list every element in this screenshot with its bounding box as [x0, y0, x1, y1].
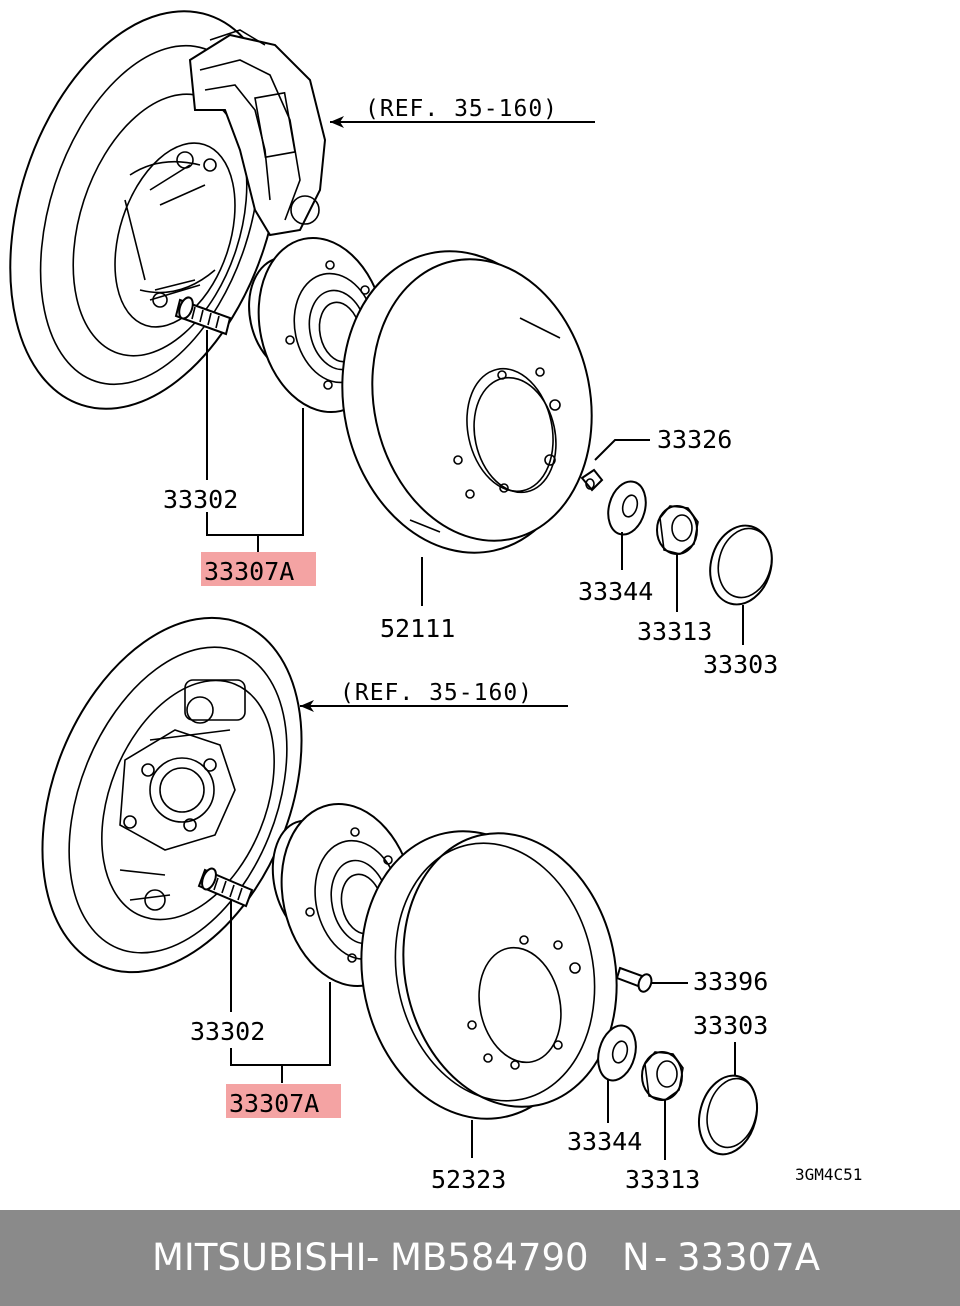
bottom-hub-nut	[641, 1051, 684, 1101]
top-bolt	[580, 468, 604, 492]
bottom-ref-label: (REF. 35-160)	[340, 680, 533, 706]
n-separator: -	[654, 1236, 668, 1279]
brand-separator: -	[366, 1236, 380, 1279]
bottom-brake-drum	[360, 830, 618, 1120]
top-hub-nut	[656, 505, 699, 555]
diagram-code: 3GM4C51	[795, 1165, 862, 1184]
bottom-hub-highlight	[226, 1084, 341, 1118]
bottom-drum-label: 52323	[431, 1165, 506, 1194]
top-caliper	[188, 29, 327, 237]
brand-name: MITSUBISHI	[152, 1236, 367, 1279]
top-stud-label: 33302	[163, 485, 238, 514]
top-nut-label: 33313	[637, 617, 712, 646]
bottom-stud-label: 33302	[190, 1017, 265, 1046]
top-ref-label: (REF. 35-160)	[365, 96, 558, 122]
parts-diagram: (REF. 35-160) 33302 33307A 52111 33326 3…	[9, 10, 862, 1194]
bottom-nut-label: 33313	[625, 1165, 700, 1194]
top-cap-label: 33303	[703, 650, 778, 679]
top-assembly: (REF. 35-160) 33302 33307A 52111 33326 3…	[9, 10, 778, 679]
bottom-washer-label: 33344	[567, 1127, 642, 1156]
bottom-assembly: (REF. 35-160) 33302 33307A 52323 33396 3…	[41, 616, 768, 1194]
bottom-hub-assembly-label: 33307A	[229, 1089, 319, 1118]
footer-bar: MITSUBISHI - MB584790 N - 33307A	[0, 1210, 960, 1306]
bottom-screw	[615, 966, 653, 993]
top-disc-label: 52111	[380, 614, 455, 643]
n-value: 33307A	[677, 1236, 821, 1279]
top-hub-highlight	[201, 552, 316, 586]
top-hub-assembly-label: 33307A	[204, 557, 294, 586]
n-label: N	[622, 1236, 650, 1279]
top-washer-label: 33344	[578, 577, 653, 606]
top-bolt-label: 33326	[657, 425, 732, 454]
bottom-lock-washer	[597, 1024, 637, 1082]
part-number: MB584790	[390, 1236, 589, 1279]
top-brake-disc	[341, 250, 593, 554]
bottom-wheel-stud	[197, 867, 254, 908]
top-lock-washer	[607, 480, 647, 536]
bottom-screw-label: 33396	[693, 967, 768, 996]
bottom-dust-cap	[698, 1074, 758, 1156]
top-wheel-stud	[174, 296, 232, 336]
top-dust-cap	[709, 524, 773, 606]
bottom-cap-label: 33303	[693, 1011, 768, 1040]
